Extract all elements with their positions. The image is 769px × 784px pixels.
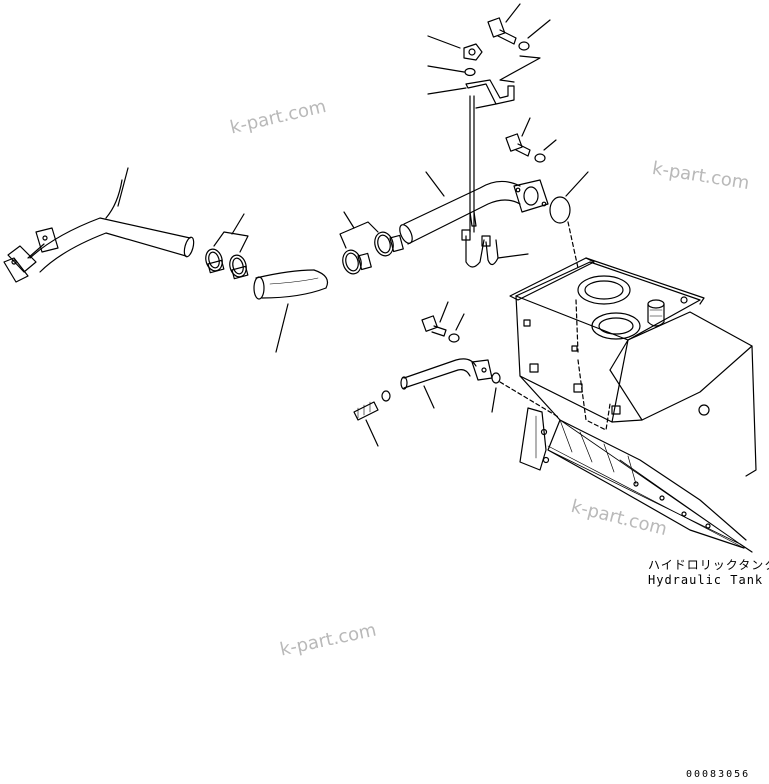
washer-top-right: [518, 41, 530, 51]
leader-line-washer-flange: [543, 139, 557, 151]
center-line-o-ring: [567, 221, 579, 269]
o-ring: [549, 196, 571, 224]
leader-line-bolt-top: [505, 3, 521, 23]
washer-return: [448, 333, 460, 343]
bracket-top: [465, 79, 515, 233]
leader-line-return-pipe: [423, 385, 435, 409]
nut-top: [463, 43, 483, 61]
return-pipe: [400, 358, 493, 390]
part-name-japanese: ハイドロリックタンク: [648, 558, 769, 572]
leader-line-washer-top: [499, 55, 541, 83]
part-name-english: Hydraulic Tank: [648, 573, 764, 587]
ring-fitting: [381, 390, 391, 402]
leader-line-nut: [427, 35, 461, 49]
leader-line-o-ring-small: [491, 387, 497, 413]
leader-line-washer: [427, 65, 465, 73]
leader-line-tank-label: [739, 543, 753, 553]
leader-line-bolt-flange: [521, 117, 531, 137]
hose-clamp-pair-left: [205, 248, 249, 280]
leader-line-o-ring: [565, 171, 589, 197]
leader-line-washer-return: [455, 313, 465, 331]
bolt-top: [487, 17, 517, 45]
leader-line-bracket: [427, 87, 467, 95]
leader-line-bolt-return: [439, 301, 449, 323]
suction-pipe-left: [29, 179, 195, 273]
hydraulic-tank: [509, 257, 757, 549]
leader-line-hose: [275, 303, 289, 353]
suction-pipe-right: [399, 180, 521, 245]
center-line-return: [499, 381, 561, 419]
leader-line-pipe-right: [425, 171, 445, 197]
leader-line-u-bolt: [497, 253, 529, 259]
rubber-hose: [253, 269, 329, 300]
leader-line-pipe-left: [117, 167, 129, 207]
leader-lines-tank: [547, 419, 741, 545]
washer-top: [464, 67, 476, 77]
pipe-flange-right: [513, 179, 549, 213]
bolt-return: [421, 315, 447, 337]
washer-flange: [534, 153, 546, 163]
leader-line-washer-top-2: [527, 19, 551, 39]
u-bolt: [461, 229, 499, 268]
hose-clamp-pair-right: [342, 231, 404, 275]
nipple-fitting: [353, 401, 379, 421]
bolt-flange: [505, 133, 531, 157]
pipe-flange-left: [3, 227, 59, 283]
drawing-number: 00083056: [686, 769, 751, 780]
leader-bracket-clamps-left: [213, 213, 249, 253]
leader-line-nipple: [365, 419, 379, 447]
o-ring-small: [491, 372, 501, 384]
leader-bracket-clamps-right: [339, 211, 379, 249]
